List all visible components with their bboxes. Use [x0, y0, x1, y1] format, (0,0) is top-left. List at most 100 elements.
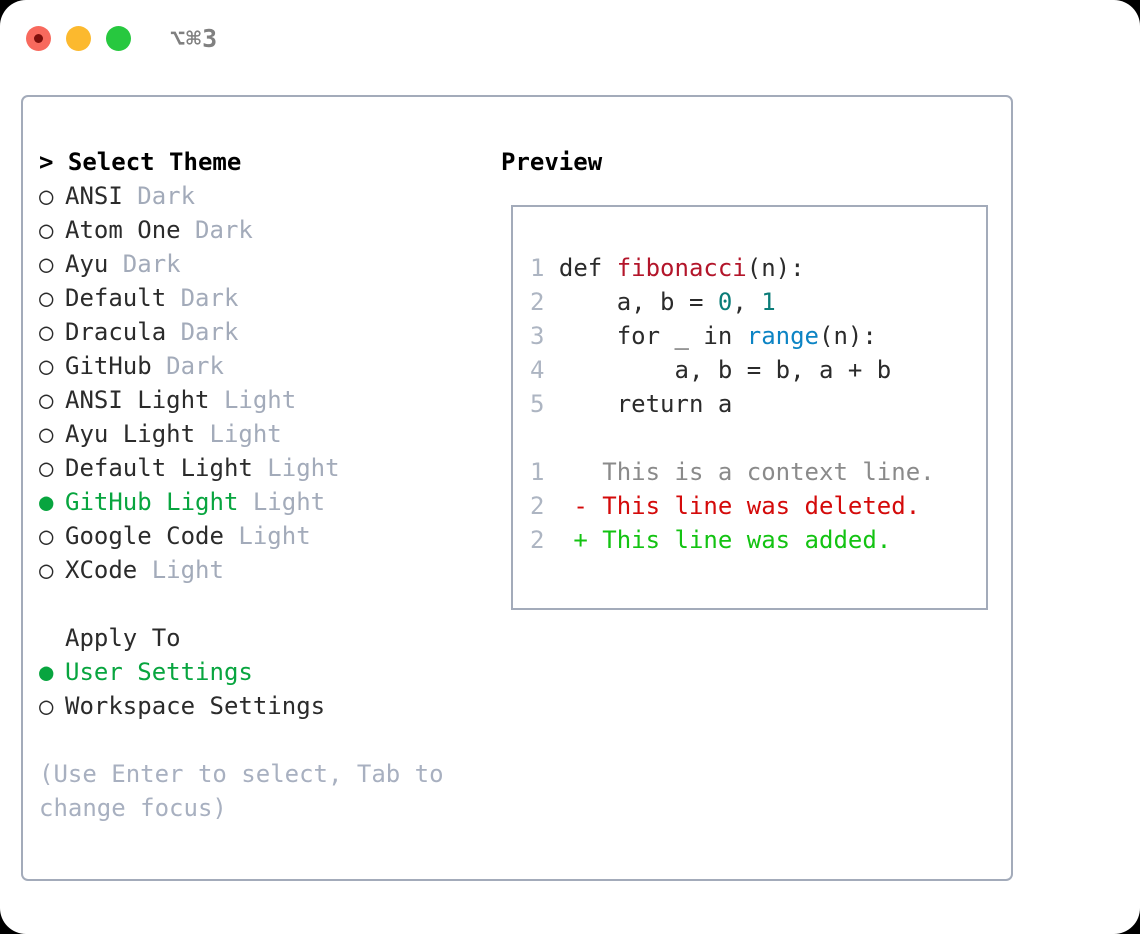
radio-unselected-icon: ○	[39, 454, 54, 482]
theme-selector-column: > Select Theme ○ANSI Dark○Atom One Dark○…	[39, 145, 489, 825]
theme-name: Default Light	[65, 454, 268, 482]
radio-unselected-icon: ○	[39, 556, 54, 584]
theme-list-item[interactable]: ● GitHub Light Light	[39, 485, 489, 519]
code-token: ,	[732, 288, 762, 316]
theme-name: GitHub	[65, 352, 167, 380]
theme-list-item[interactable]: ○ Ayu Dark	[39, 247, 489, 281]
code-token: (n):	[819, 322, 877, 350]
traffic-lights	[26, 26, 131, 51]
code-line: 1 def fibonacci(n):	[530, 251, 980, 285]
hint-spacer	[39, 723, 489, 757]
radio-selected-icon: ●	[39, 658, 54, 686]
radio-selected-icon: ●	[39, 488, 54, 516]
theme-list-item[interactable]: ○ Default Dark	[39, 281, 489, 315]
theme-list-item[interactable]: ○Ayu Light Light	[39, 417, 489, 451]
theme-name: ANSI Light	[65, 386, 224, 414]
theme-list-item[interactable]: ○ Default Light Light	[39, 451, 489, 485]
theme-name: Dracula	[65, 318, 181, 346]
diff-line-number: 2	[530, 492, 559, 520]
theme-list-item[interactable]: ○Atom One Dark	[39, 213, 489, 247]
code-token: def	[558, 254, 617, 282]
maximize-button[interactable]	[106, 26, 131, 51]
theme-name: Ayu	[65, 250, 123, 278]
theme-name: Google Code	[65, 522, 239, 550]
code-token: (n):	[746, 254, 805, 282]
radio-unselected-icon: ○	[39, 182, 54, 210]
radio-unselected-icon: ○	[39, 420, 54, 448]
code-line-number: 5	[530, 390, 559, 418]
theme-name: Default	[65, 284, 181, 312]
code-token: for _ in	[558, 322, 747, 350]
preview-title: Preview	[501, 148, 603, 176]
panel-content: > Select Theme ○ANSI Dark○Atom One Dark○…	[23, 97, 1011, 879]
radio-unselected-icon: ○	[39, 386, 54, 414]
apply-to-label: User Settings	[65, 658, 253, 686]
code-line: 3 for _ in range(n):	[530, 319, 980, 353]
apply-to-header-indent	[39, 621, 65, 655]
apply-to-item[interactable]: ○ Workspace Settings	[39, 689, 489, 723]
theme-list-item[interactable]: ○ ANSI Dark	[39, 179, 489, 213]
code-line-number: 4	[530, 356, 559, 384]
theme-variant-tag: Light	[209, 420, 282, 448]
diff-block: 1 This is a context line.2 - This line w…	[530, 455, 980, 557]
diff-line-number: 2	[530, 526, 559, 554]
theme-variant-tag: Dark	[122, 250, 181, 278]
diff-line: 1 This is a context line.	[530, 455, 980, 489]
select-theme-header-text: > Select Theme	[39, 148, 242, 176]
radio-unselected-icon: ○	[39, 692, 54, 720]
code-token: range	[746, 322, 819, 350]
theme-variant-tag: Light	[267, 454, 340, 482]
theme-name: XCode	[65, 556, 152, 584]
select-theme-header: > Select Theme	[39, 145, 489, 179]
apply-to-item[interactable]: ● User Settings	[39, 655, 489, 689]
theme-variant-tag: Dark	[180, 318, 239, 346]
theme-name: GitHub Light	[65, 488, 253, 516]
theme-variant-tag: Dark	[137, 182, 196, 210]
diff-line-text: - This line was deleted.	[558, 492, 921, 520]
code-line-number: 3	[530, 322, 559, 350]
main-panel: > Select Theme ○ANSI Dark○Atom One Dark○…	[21, 95, 1013, 881]
radio-unselected-icon: ○	[39, 352, 54, 380]
theme-list-item[interactable]: ○ GitHub Dark	[39, 349, 489, 383]
theme-variant-tag: Dark	[180, 284, 239, 312]
apply-to-header: Apply To	[39, 621, 489, 655]
theme-list-item[interactable]: ○Google Code Light	[39, 519, 489, 553]
code-token: 0	[717, 288, 733, 316]
close-button[interactable]	[26, 26, 51, 51]
radio-unselected-icon: ○	[39, 318, 54, 346]
code-token: return a	[558, 390, 733, 418]
radio-unselected-icon: ○	[39, 216, 54, 244]
theme-list-item[interactable]: ○ANSI Light Light	[39, 383, 489, 417]
apply-to-list: ● User Settings ○ Workspace Settings	[39, 655, 489, 723]
theme-variant-tag: Dark	[166, 352, 224, 380]
diff-line: 2 - This line was deleted.	[530, 489, 980, 523]
code-line-number: 1	[530, 254, 559, 282]
radio-unselected-icon: ○	[39, 250, 54, 278]
title-bar: ⌥⌘3	[0, 0, 1140, 76]
radio-unselected-icon: ○	[39, 284, 54, 312]
radio-unselected-icon: ○	[39, 522, 54, 550]
theme-variant-tag: Light	[151, 556, 224, 584]
theme-name: ANSI	[65, 182, 138, 210]
theme-list-item[interactable]: ○ XCode Light	[39, 553, 489, 587]
theme-variant-tag: Light	[252, 488, 326, 516]
diff-line-number: 1	[530, 458, 559, 486]
code-token: a, b =	[558, 288, 718, 316]
theme-applyto-spacer	[39, 587, 489, 621]
theme-list: ○ANSI Dark○Atom One Dark○Ayu Dark○Defaul…	[39, 179, 489, 587]
code-line-number: 2	[530, 288, 559, 316]
window-title: ⌥⌘3	[170, 24, 219, 53]
apply-to-header-text: Apply To	[65, 624, 181, 652]
apply-to-label: Workspace Settings	[65, 692, 326, 720]
code-line: 5 return a	[530, 387, 980, 421]
code-token: a, b = b, a + b	[558, 356, 892, 384]
code-diff-spacer	[530, 421, 980, 455]
theme-variant-tag: Dark	[195, 216, 253, 244]
theme-list-item[interactable]: ○ Dracula Dark	[39, 315, 489, 349]
minimize-button[interactable]	[66, 26, 91, 51]
code-line: 2 a, b = 0, 1	[530, 285, 980, 319]
hint-line-2: change focus)	[39, 794, 227, 822]
